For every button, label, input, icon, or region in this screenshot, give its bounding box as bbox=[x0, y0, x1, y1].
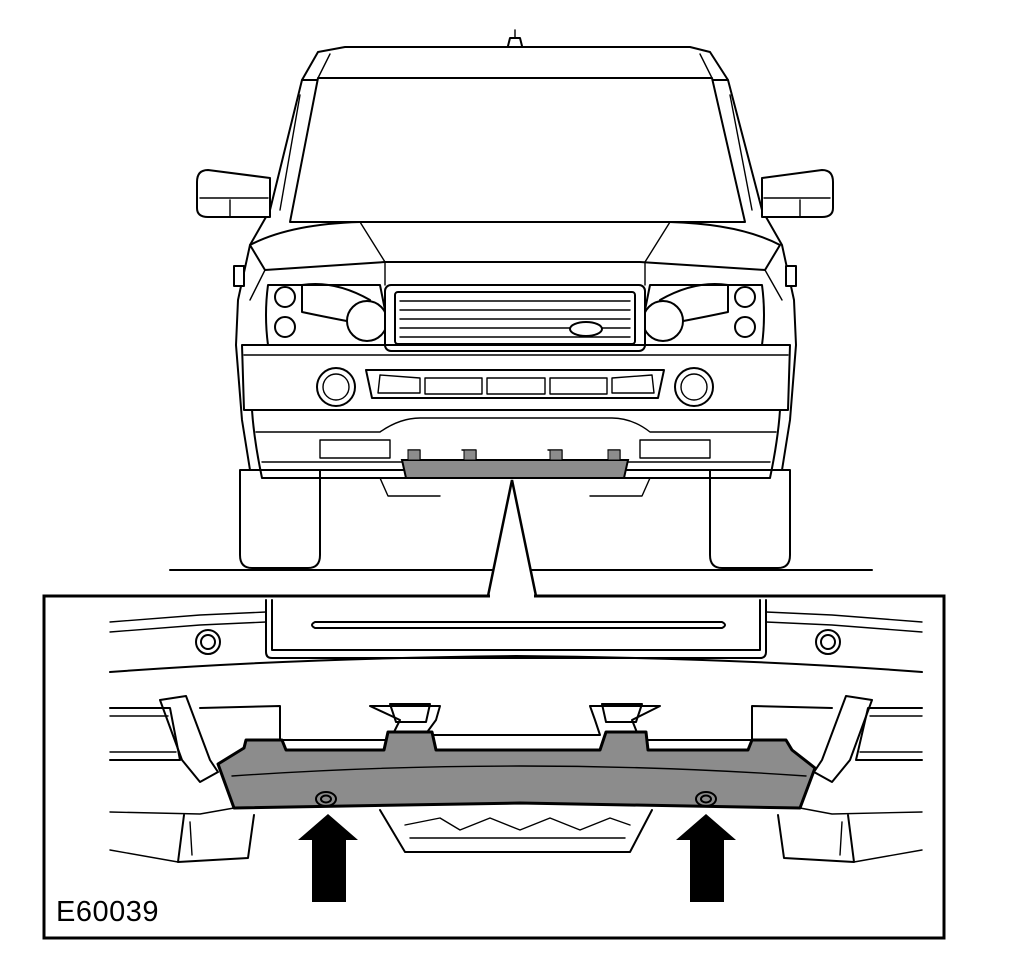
plate-mount-surround bbox=[199, 705, 833, 741]
plate-recess bbox=[265, 599, 767, 659]
left-tyre bbox=[239, 469, 321, 569]
roof bbox=[301, 46, 729, 81]
plate-recess-inner bbox=[271, 599, 761, 651]
lower-edge-lines bbox=[109, 807, 923, 815]
right-washer-jet bbox=[815, 629, 841, 655]
lower-grille-teeth bbox=[404, 817, 631, 831]
left-lamp-small-lower bbox=[274, 316, 296, 338]
skid-plate-highlight-large bbox=[216, 730, 817, 810]
right-mirror-detail bbox=[763, 197, 831, 218]
left-lamp-small-upper bbox=[274, 286, 296, 308]
right-side-vent bbox=[855, 707, 923, 761]
right-lower-detail bbox=[839, 821, 923, 863]
bonnet bbox=[249, 221, 781, 271]
left-foglamp-inner bbox=[322, 373, 350, 401]
front-bumper bbox=[241, 344, 791, 411]
right-side-vent-lines bbox=[859, 715, 923, 753]
a-pillars bbox=[279, 94, 753, 211]
apron-side-vents bbox=[319, 439, 711, 459]
left-callout-arrow bbox=[298, 814, 358, 902]
right-lamp-small-lower bbox=[734, 316, 756, 338]
left-lamp-round bbox=[346, 300, 388, 342]
skid-plate-tabs-small bbox=[407, 449, 621, 461]
left-lower-panel bbox=[177, 814, 255, 863]
grille-slats bbox=[399, 300, 631, 338]
left-washer-jet bbox=[195, 629, 221, 655]
plate-slot bbox=[311, 621, 726, 629]
right-lower-panel bbox=[777, 814, 855, 863]
lower-grille bbox=[365, 369, 665, 399]
right-mounting-bolt-inner bbox=[700, 794, 712, 804]
tab-1 bbox=[407, 449, 421, 461]
roof-rails bbox=[317, 53, 713, 79]
right-mounting-bolt bbox=[695, 791, 717, 807]
skid-plate-highlight-small bbox=[400, 459, 630, 479]
left-washer-jet-inner bbox=[200, 634, 216, 650]
right-callout-arrow bbox=[676, 814, 736, 902]
wing-lines bbox=[249, 269, 783, 301]
right-tyre bbox=[709, 469, 791, 569]
vehicle-front-view bbox=[169, 29, 873, 571]
right-side-indicator bbox=[785, 265, 797, 287]
left-clip bbox=[389, 703, 431, 723]
left-mounting-bolt bbox=[315, 791, 337, 807]
left-lower-detail bbox=[109, 821, 193, 863]
left-side-indicator bbox=[233, 265, 245, 287]
bumper-lines-right bbox=[765, 611, 923, 633]
skid-plate-crease bbox=[231, 765, 807, 777]
left-side-vent bbox=[109, 707, 181, 761]
right-washer-jet-inner bbox=[820, 634, 836, 650]
apron-crease bbox=[255, 417, 777, 433]
right-lamp-small-upper bbox=[734, 286, 756, 308]
lower-grille-surround bbox=[379, 809, 653, 853]
badge-oval bbox=[569, 321, 603, 337]
windscreen bbox=[289, 77, 746, 223]
left-mirror bbox=[196, 169, 271, 218]
left-side-vent-lines bbox=[109, 715, 177, 753]
callout-pointer bbox=[486, 479, 538, 598]
bumper-lines-left bbox=[109, 611, 267, 633]
right-clip bbox=[601, 703, 643, 723]
lower-grille-openings bbox=[377, 374, 655, 395]
antenna bbox=[507, 37, 523, 47]
right-foglamp-inner bbox=[680, 373, 708, 401]
left-mounting-bolt-inner bbox=[320, 794, 332, 804]
bumper-lower-edge bbox=[109, 655, 923, 673]
figure-id-label: E60039 bbox=[56, 896, 159, 928]
detail-inset bbox=[42, 594, 946, 940]
bonnet-creases bbox=[359, 221, 671, 286]
left-bracket bbox=[159, 695, 219, 783]
apron-skid-edges bbox=[379, 477, 651, 497]
right-mirror bbox=[761, 169, 834, 218]
tab-3 bbox=[549, 449, 563, 461]
tab-2 bbox=[463, 449, 477, 461]
right-lamp-round bbox=[642, 300, 684, 342]
grille-surround bbox=[384, 284, 646, 352]
left-mirror-detail bbox=[199, 197, 269, 218]
tab-4 bbox=[607, 449, 621, 461]
